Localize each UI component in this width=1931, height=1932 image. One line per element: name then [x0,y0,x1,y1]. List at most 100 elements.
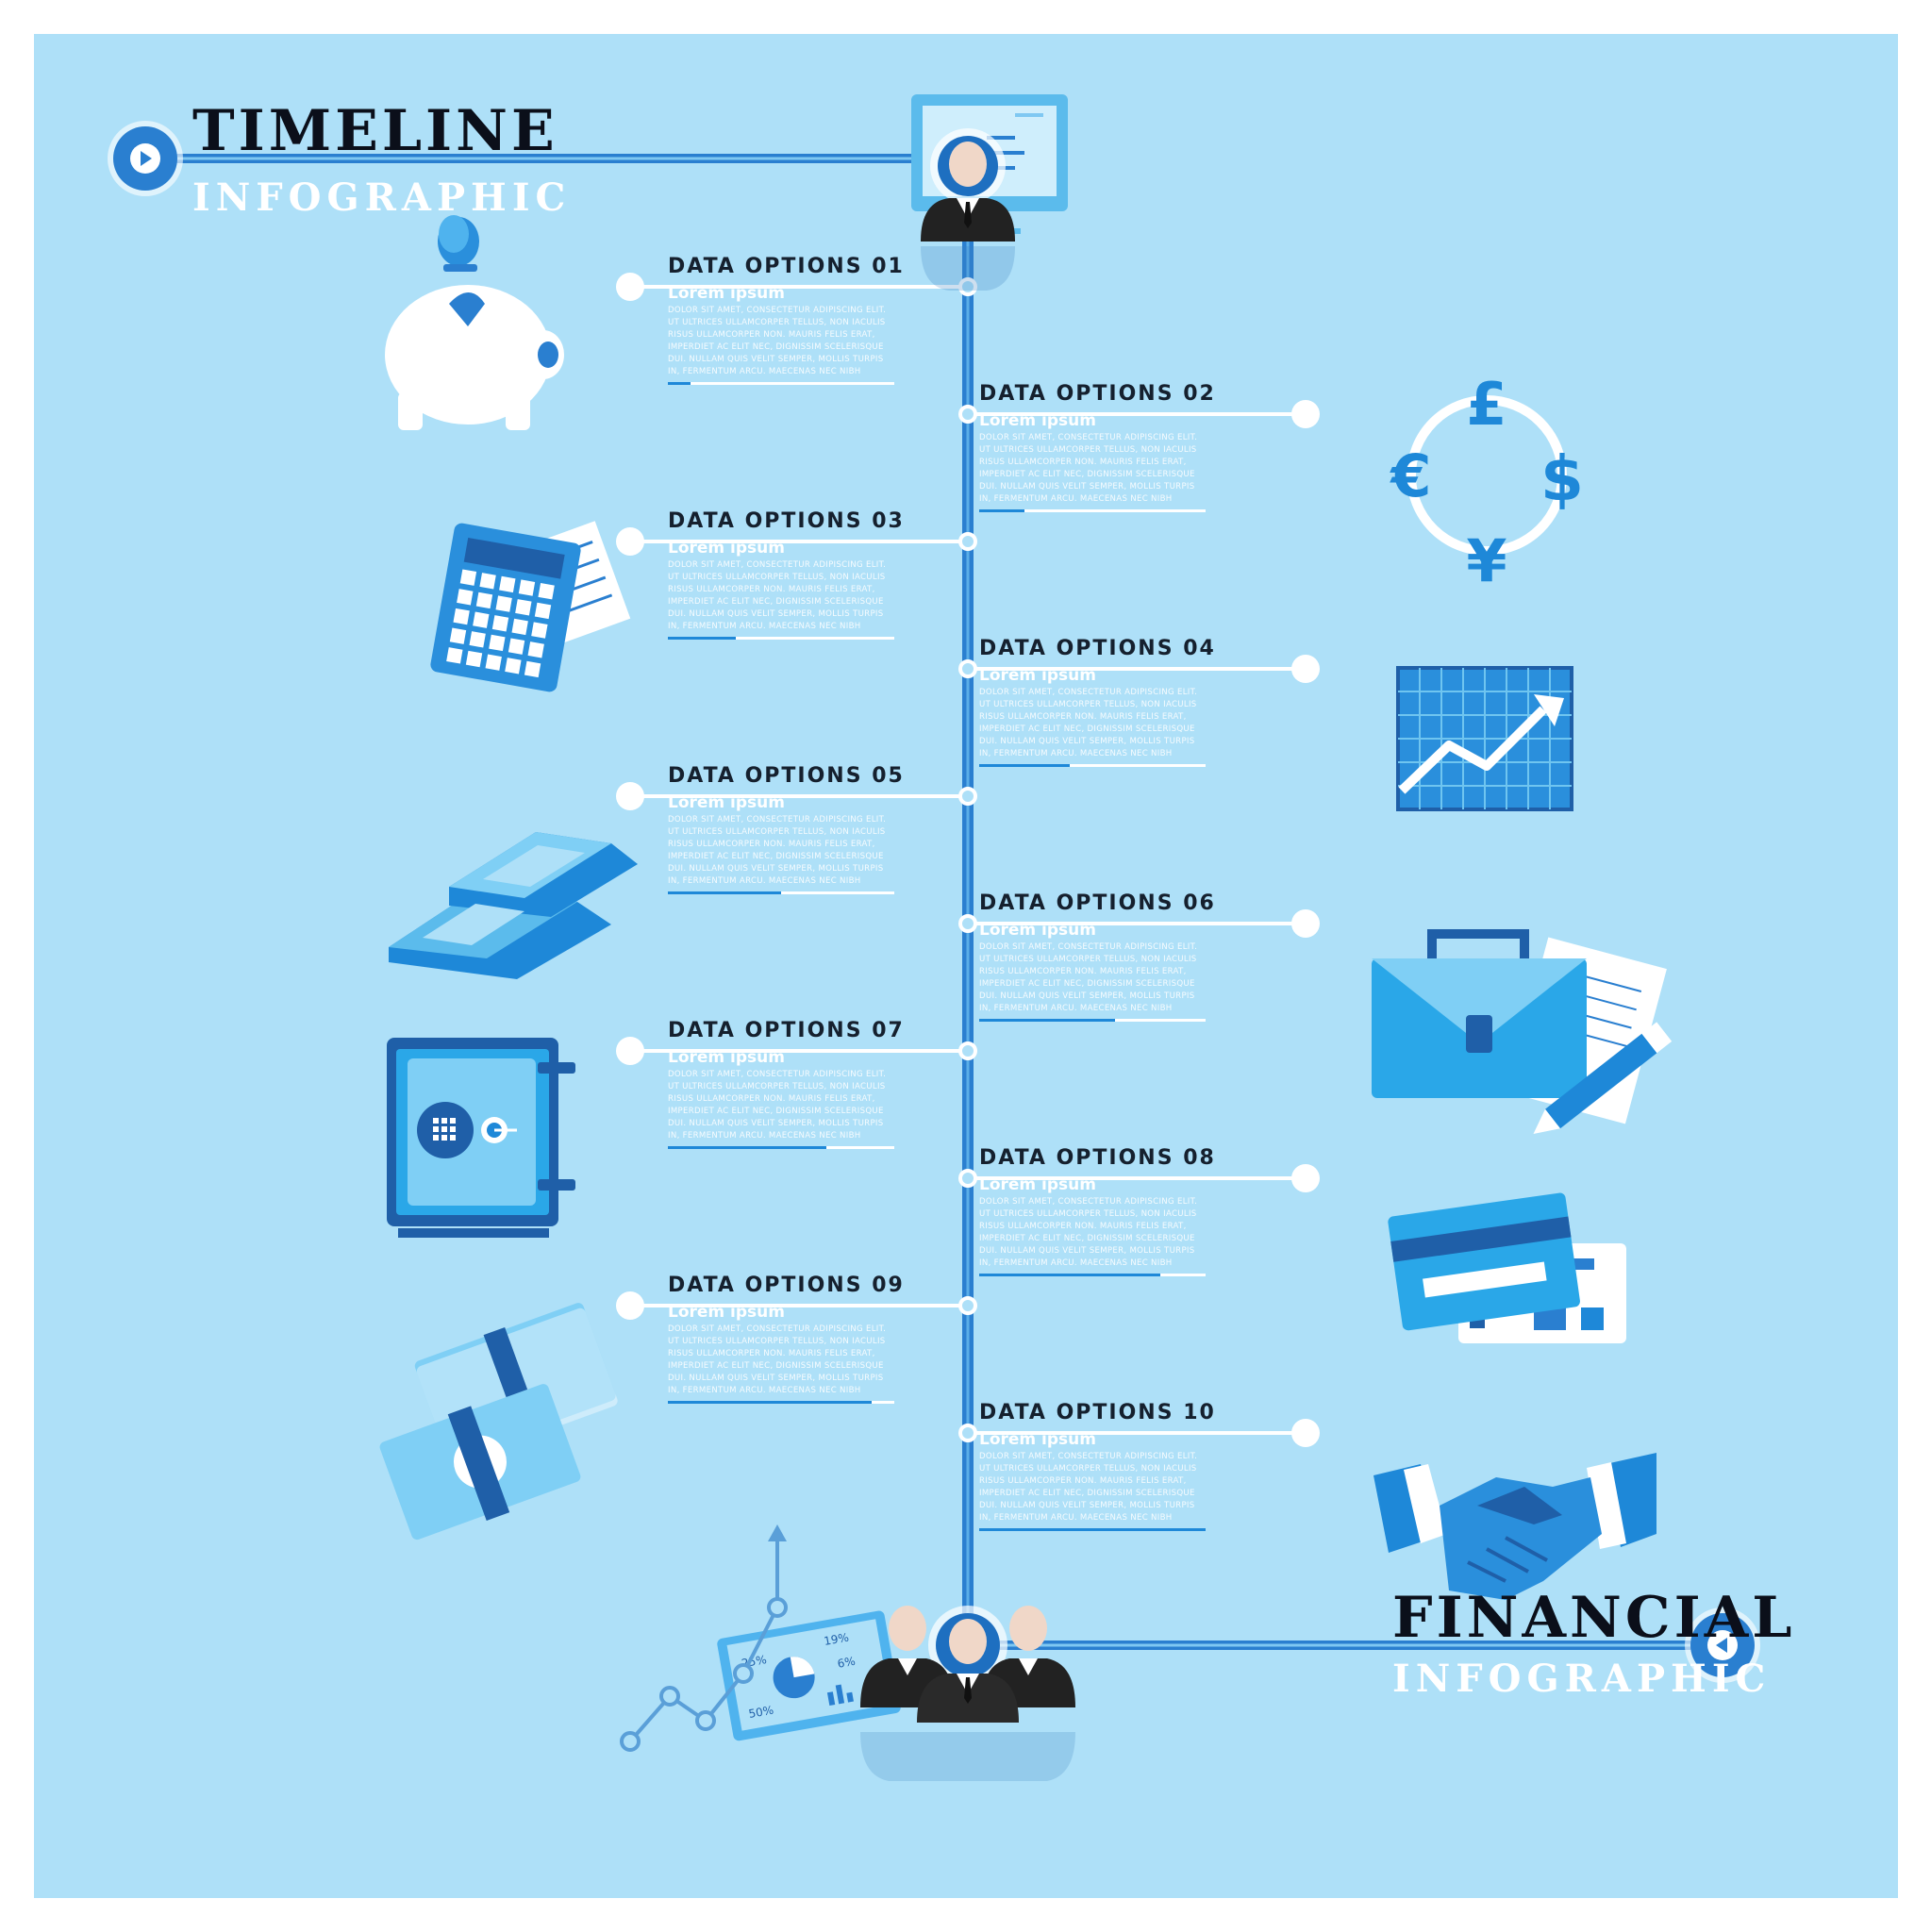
item-end-dot [1291,655,1320,683]
timeline-item-01: DATA OPTIONS 01 Lorem ipsum dolor sit amet… [668,255,905,385]
item-end-dot [1291,909,1320,938]
timeline-item-06: DATA OPTIONS 06 Lorem ipsum dolor sit amet… [979,891,1216,1022]
item-progress-bar [668,891,894,894]
growth-chart-icon [1396,666,1573,811]
item-body: dolor sit amet, consectetur adipiscing e… [668,815,887,886]
item-subtitle: Lorem ipsum [979,1175,1096,1194]
item-body: dolor sit amet, consectetur adipiscing e… [979,1452,1198,1523]
item-progress-fill [668,637,736,640]
briefcase-icon [1372,929,1673,1135]
item-timeline-node [958,1424,977,1442]
item-subtitle: Lorem ipsum [979,411,1096,430]
timeline-item-07: DATA OPTIONS 07 Lorem ipsum dolor sit amet… [668,1019,905,1149]
item-progress-fill [979,1528,1206,1531]
item-timeline-node [958,1169,977,1188]
presentation-label-3: 6% [837,1655,857,1671]
timeline-item-03: DATA OPTIONS 03 Lorem ipsum dolor sit amet… [668,509,905,640]
item-progress-fill [979,1019,1115,1022]
footer-connector [987,1607,1760,1683]
handshake-icon [1373,1453,1656,1600]
item-progress-fill [668,1146,826,1149]
item-progress-fill [979,1274,1160,1276]
item-body: dolor sit amet, consectetur adipiscing e… [979,942,1198,1013]
item-body: dolor sit amet, consectetur adipiscing e… [668,560,887,631]
item-progress-bar [668,1401,894,1404]
item-end-dot [1291,400,1320,428]
item-body: dolor sit amet, consectetur adipiscing e… [979,433,1198,504]
item-timeline-node [958,1296,977,1315]
credit-cards-icon [1388,1192,1626,1343]
item-timeline-node [958,914,977,933]
businessman-icon [921,128,1015,291]
header-subtitle: INFOGRAPHIC [192,175,572,220]
item-progress-fill [668,382,691,385]
item-end-dot [616,273,644,301]
header-title: TIMELINE [192,98,558,164]
item-subtitle: Lorem ipsum [979,921,1096,940]
presentation-screen-icon: 25% 19% 6% 50% [620,1524,901,1752]
item-timeline-node [958,787,977,806]
item-timeline-node [958,1041,977,1060]
play-icon [141,151,152,166]
svg-text:€: € [1389,441,1431,510]
item-subtitle: Lorem ipsum [668,1303,785,1322]
item-end-dot [616,527,644,556]
svg-text:£: £ [1466,370,1507,439]
item-subtitle: Lorem ipsum [668,793,785,812]
item-end-dot [1291,1419,1320,1447]
footer-subtitle: INFOGRAPHIC [1392,1657,1772,1701]
item-progress-fill [979,764,1070,767]
svg-text:$: $ [1540,442,1584,515]
item-progress-bar [979,509,1206,512]
item-progress-bar [668,1146,894,1149]
item-title: DATA OPTIONS 03 [668,509,905,533]
presentation-label-2: 19% [823,1631,850,1648]
item-progress-bar [668,382,894,385]
item-timeline-node [958,532,977,551]
item-subtitle: Lorem ipsum [668,284,785,303]
header-connector [108,121,940,196]
item-connectors [616,273,1320,1447]
safe-icon [387,1038,575,1238]
item-progress-bar [979,1019,1206,1022]
calculator-icon [430,521,631,692]
item-title: DATA OPTIONS 09 [668,1274,905,1297]
item-body: dolor sit amet, consectetur adipiscing e… [979,688,1198,758]
item-title: DATA OPTIONS 07 [668,1019,905,1042]
presentation-label-4: 50% [747,1704,774,1721]
item-progress-bar [979,764,1206,767]
svg-text:¥: ¥ [1466,526,1507,595]
item-timeline-node [958,405,977,424]
item-body: dolor sit amet, consectetur adipiscing e… [979,1197,1198,1268]
currency-exchange-icon: £ € $ ¥ [1389,370,1584,595]
item-title: DATA OPTIONS 06 [979,891,1216,915]
item-title: DATA OPTIONS 01 [668,255,905,278]
item-progress-bar [979,1528,1206,1531]
item-progress-fill [668,1401,872,1404]
item-title: DATA OPTIONS 10 [979,1401,1216,1424]
item-subtitle: Lorem ipsum [668,539,785,558]
item-progress-fill [668,891,781,894]
item-end-dot [616,1291,644,1320]
piggy-bank-icon [385,215,564,434]
item-timeline-node [958,659,977,678]
item-subtitle: Lorem ipsum [668,1048,785,1067]
item-end-dot [616,782,644,810]
item-title: DATA OPTIONS 05 [668,764,905,788]
timeline-item-09: DATA OPTIONS 09 Lorem ipsum dolor sit amet… [668,1274,905,1404]
item-body: dolor sit amet, consectetur adipiscing e… [668,1070,887,1141]
rewind-icon [1716,1638,1727,1653]
item-body: dolor sit amet, consectetur adipiscing e… [668,1324,887,1395]
footer-title: FINANCIAL [1392,1585,1796,1651]
item-body: dolor sit amet, consectetur adipiscing e… [668,306,887,376]
money-stack-icon [379,1303,618,1541]
timeline-item-05: DATA OPTIONS 05 Lorem ipsum dolor sit amet… [668,764,905,894]
infographic-canvas: £ € $ ¥ [34,34,1898,1898]
item-end-dot [1291,1164,1320,1192]
item-progress-fill [979,509,1024,512]
item-subtitle: Lorem ipsum [979,666,1096,685]
